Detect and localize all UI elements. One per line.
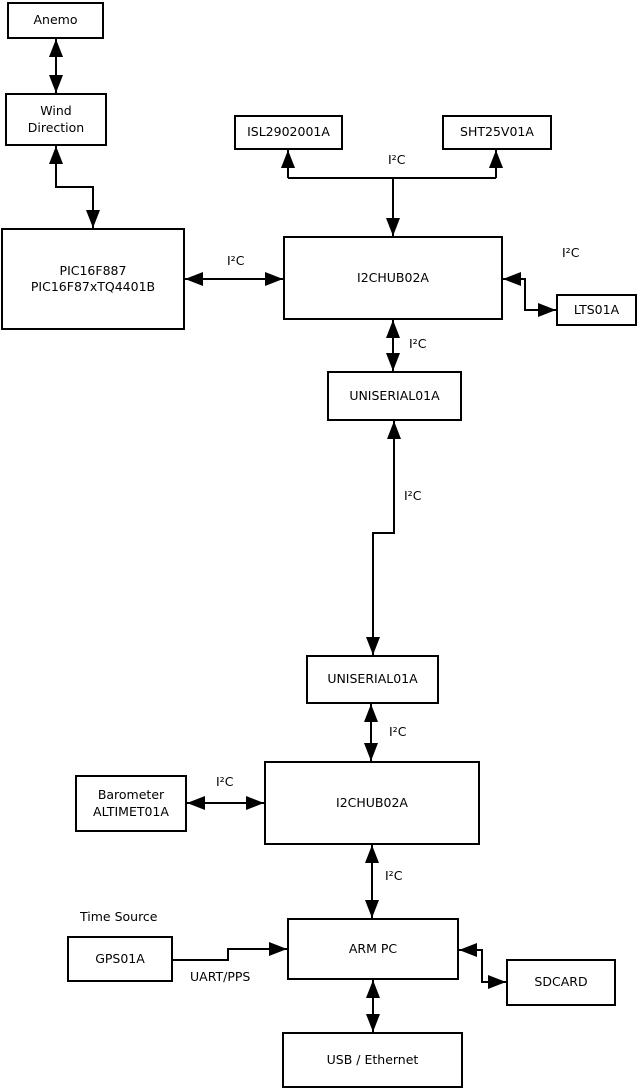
connector-hub1-lts bbox=[503, 272, 556, 317]
edge-label-i2c-hub2-armpc: I²C bbox=[385, 868, 403, 883]
box-uniserial01a-2: UNISERIAL01A bbox=[306, 655, 439, 704]
box-barometer-line1: Barometer bbox=[97, 787, 165, 802]
box-wind-direction: Wind Direction bbox=[5, 93, 107, 146]
edge-label-i2c-hub-lts: I²C bbox=[562, 245, 580, 260]
box-pic: PIC16F887 PIC16F87xTQ4401B bbox=[1, 228, 185, 330]
box-sdcard: SDCARD bbox=[506, 959, 616, 1006]
edge-label-i2c-sensors: I²C bbox=[388, 152, 406, 167]
box-barometer: Barometer ALTIMET01A bbox=[75, 775, 187, 832]
box-wind-direction-line1: Wind bbox=[40, 103, 72, 118]
edge-label-i2c-uniserial-link: I²C bbox=[404, 488, 422, 503]
box-sht25v01a: SHT25V01A bbox=[442, 115, 552, 150]
box-uniserial01a-2-label: UNISERIAL01A bbox=[327, 671, 418, 687]
box-usb-ethernet: USB / Ethernet bbox=[282, 1032, 463, 1088]
connector-uniserial1-uniserial2 bbox=[366, 421, 401, 655]
box-arm-pc-label: ARM PC bbox=[348, 940, 398, 956]
label-time-source: Time Source bbox=[80, 909, 158, 924]
box-barometer-line2: ALTIMET01A bbox=[93, 803, 169, 819]
connector-armpc-sdcard bbox=[459, 943, 506, 989]
box-isl2902001a-label: ISL2902001A bbox=[247, 124, 330, 140]
edge-label-i2c-uniserial-hub2: I²C bbox=[389, 724, 407, 739]
box-lts01a: LTS01A bbox=[556, 294, 637, 326]
box-arm-pc: ARM PC bbox=[287, 918, 459, 980]
box-anemo-label: Anemo bbox=[33, 12, 78, 28]
box-i2chub02a-1-label: I2CHUB02A bbox=[357, 269, 429, 285]
box-gps01a: GPS01A bbox=[67, 936, 173, 982]
connector-gps-armpc bbox=[173, 942, 287, 961]
box-sdcard-label: SDCARD bbox=[534, 974, 588, 990]
edge-label-i2c-barometer-hub2: I²C bbox=[216, 774, 234, 789]
box-i2chub02a-2-label: I2CHUB02A bbox=[336, 794, 408, 810]
box-wind-direction-line2: Direction bbox=[27, 119, 85, 135]
box-usb-ethernet-label: USB / Ethernet bbox=[326, 1051, 419, 1067]
box-i2chub02a-2: I2CHUB02A bbox=[264, 761, 480, 845]
box-gps01a-label: GPS01A bbox=[95, 950, 145, 966]
box-pic-line1: PIC16F887 bbox=[59, 262, 127, 278]
box-uniserial01a-1: UNISERIAL01A bbox=[327, 371, 462, 421]
box-i2chub02a-1: I2CHUB02A bbox=[283, 236, 503, 320]
box-pic-line2: PIC16F87xTQ4401B bbox=[30, 279, 156, 294]
box-uniserial01a-1-label: UNISERIAL01A bbox=[349, 387, 440, 403]
box-isl2902001a: ISL2902001A bbox=[234, 115, 343, 150]
edge-label-i2c-pic-hub: I²C bbox=[227, 253, 245, 268]
box-sht25v01a-label: SHT25V01A bbox=[460, 124, 534, 140]
label-uart-pps: UART/PPS bbox=[190, 969, 251, 984]
edge-label-i2c-hub-uniserial: I²C bbox=[409, 336, 427, 351]
box-anemo: Anemo bbox=[7, 2, 104, 39]
connector-winddirection-pic bbox=[49, 146, 100, 228]
box-lts01a-label: LTS01A bbox=[573, 301, 620, 317]
